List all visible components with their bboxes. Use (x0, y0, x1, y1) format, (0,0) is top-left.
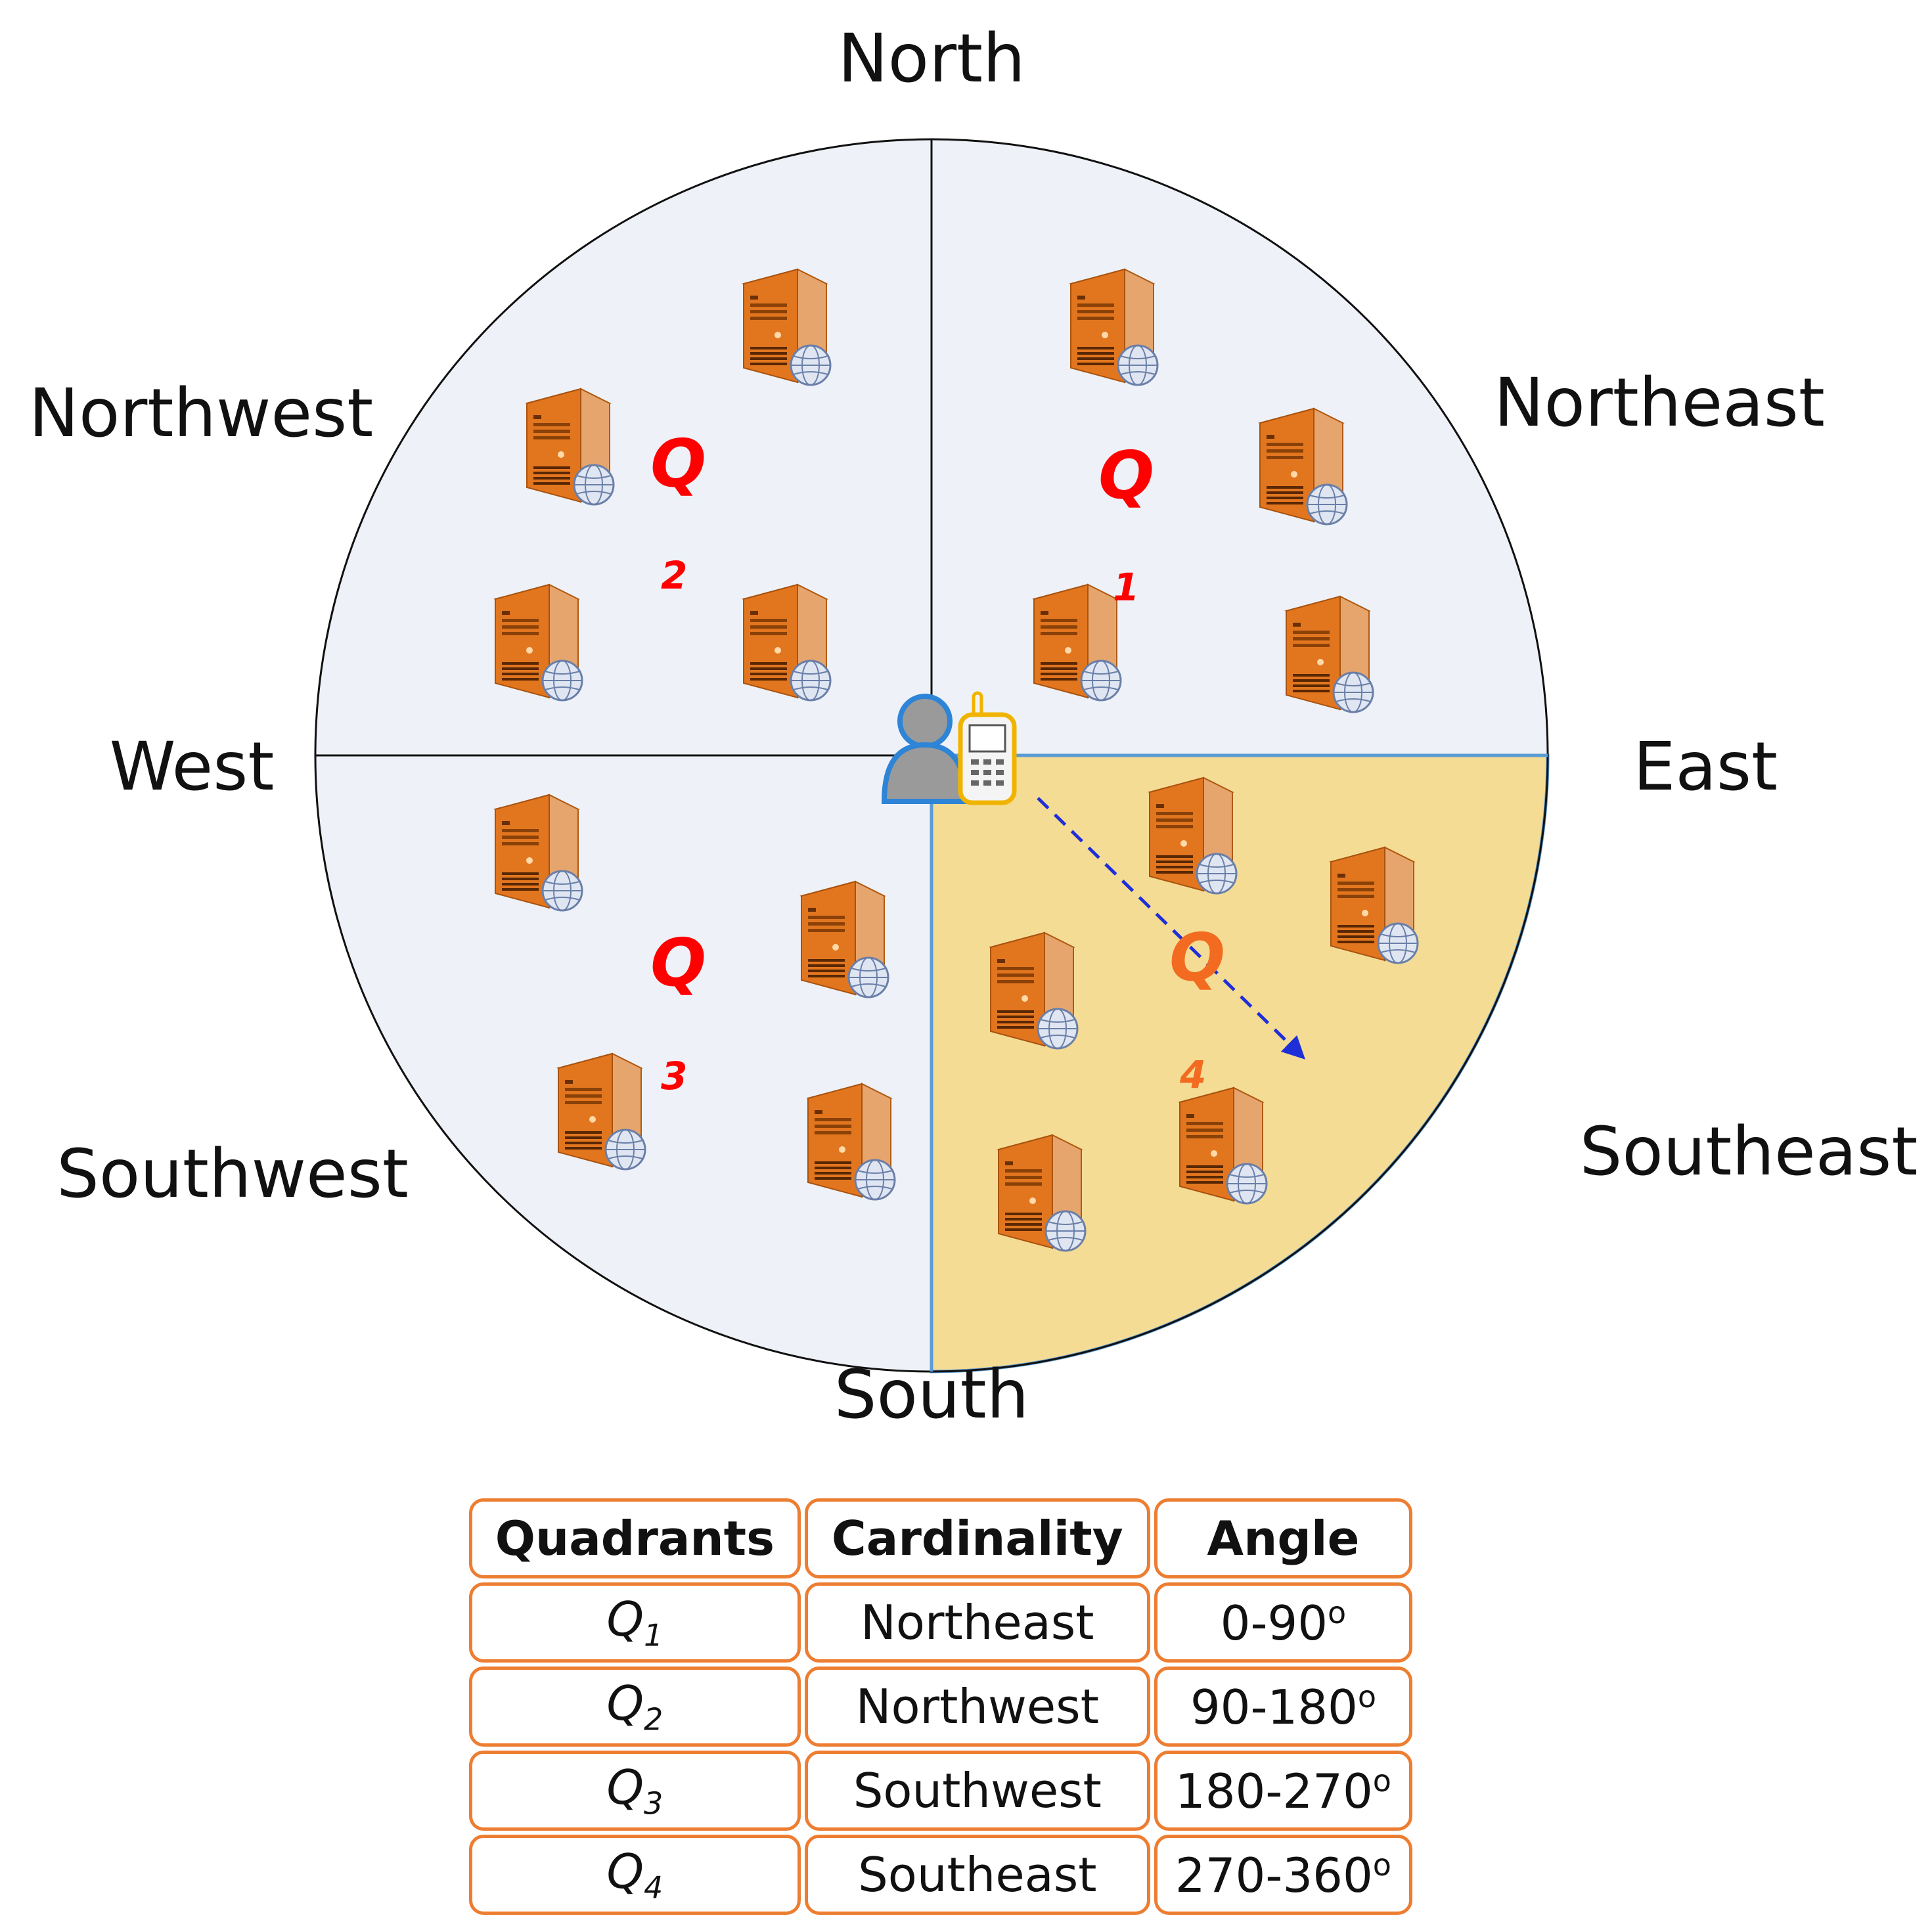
server-globe-icon (800, 880, 889, 998)
label-north: North (838, 20, 1025, 98)
quadrant-number: 1 (1113, 565, 1139, 610)
table-row: Q4 Southeast 270-360o (469, 1835, 1412, 1915)
quadrant-subscript: 3 (644, 1785, 663, 1822)
quadrant-subscript: 1 (644, 1617, 663, 1653)
quadrant-label-2: Q 2 (650, 425, 706, 598)
header-cardinality: Cardinality (804, 1498, 1150, 1578)
table-header-row: Quadrants Cardinality Angle (469, 1498, 1412, 1578)
quadrant-1-region (932, 139, 1548, 755)
angle-range: 90-180 (1190, 1679, 1358, 1735)
degree-mark: o (1328, 1594, 1347, 1630)
quadrant-number: 2 (661, 553, 687, 598)
quadrant-letter: Q (650, 425, 706, 502)
quadrant-number: 3 (661, 1054, 687, 1098)
server-globe-icon (1259, 407, 1348, 526)
label-south: South (834, 1356, 1029, 1434)
label-northwest: Northwest (29, 374, 374, 453)
label-southeast: Southeast (1580, 1113, 1918, 1191)
quadrant-cell: Q2 (469, 1667, 801, 1747)
angle-cell: 0-90o (1154, 1582, 1412, 1663)
quadrant-symbol: Q (606, 1760, 644, 1816)
cardinality-cell: Northeast (804, 1582, 1150, 1663)
angle-cell: 90-180o (1154, 1667, 1412, 1747)
degree-mark: o (1357, 1678, 1377, 1714)
quadrant-label-1: Q 1 (1098, 437, 1154, 610)
server-globe-icon (742, 583, 832, 702)
quadrant-table-grid: Quadrants Cardinality Angle Q1 Northeast… (465, 1494, 1416, 1919)
server-globe-icon (989, 931, 1079, 1050)
quadrant-letter: Q (1098, 437, 1154, 514)
angle-range: 270-360 (1175, 1847, 1373, 1903)
quadrant-letter: Q (650, 924, 706, 1001)
angle-cell: 180-270o (1154, 1751, 1412, 1831)
label-southwest: Southwest (56, 1135, 409, 1213)
angle-range: 180-270 (1175, 1763, 1373, 1819)
angle-range: 0-90 (1220, 1595, 1328, 1651)
quadrant-cell: Q4 (469, 1835, 801, 1915)
quadrant-table: Quadrants Cardinality Angle Q1 Northeast… (465, 1494, 1416, 1919)
quadrant-cell: Q3 (469, 1751, 801, 1831)
quadrant-symbol: Q (606, 1676, 644, 1732)
label-west: West (110, 728, 275, 806)
quadrant-symbol: Q (606, 1592, 644, 1647)
server-globe-icon (807, 1083, 896, 1201)
cardinality-cell: Southwest (804, 1751, 1150, 1831)
quadrant-2-region (315, 139, 932, 755)
quadrant-subscript: 4 (644, 1869, 663, 1906)
table-row: Q2 Northwest 90-180o (469, 1667, 1412, 1747)
server-globe-icon (1330, 846, 1419, 964)
header-angle: Angle (1154, 1498, 1412, 1578)
server-globe-icon (1179, 1086, 1268, 1205)
server-globe-icon (494, 794, 583, 912)
user-icon (881, 694, 969, 804)
cardinality-cell: Northwest (804, 1667, 1150, 1747)
server-globe-icon (1148, 776, 1238, 895)
quadrant-label-4: Q 4 (1169, 919, 1225, 1097)
server-globe-icon (1285, 595, 1374, 713)
quadrant-number: 4 (1179, 1052, 1206, 1097)
quadrant-subscript: 2 (644, 1701, 663, 1737)
quadrant-4-region (930, 753, 1550, 1374)
header-quadrants: Quadrants (469, 1498, 801, 1578)
cardinality-cell: Southeast (804, 1835, 1150, 1915)
label-east: East (1633, 728, 1778, 806)
direction-arrow (1037, 797, 1306, 1060)
table-row: Q3 Southwest 180-270o (469, 1751, 1412, 1831)
label-northeast: Northeast (1494, 364, 1825, 442)
degree-mark: o (1372, 1762, 1391, 1799)
server-globe-icon (526, 388, 615, 506)
mobile-device-icon (958, 691, 1017, 805)
quadrant-label-3: Q 3 (650, 924, 706, 1098)
degree-mark: o (1372, 1846, 1391, 1883)
quadrant-cell: Q1 (469, 1582, 801, 1663)
angle-cell: 270-360o (1154, 1835, 1412, 1915)
table-row: Q1 Northeast 0-90o (469, 1582, 1412, 1663)
server-globe-icon (1069, 268, 1159, 386)
server-globe-icon (494, 583, 583, 702)
server-globe-icon (742, 268, 832, 386)
server-globe-icon (557, 1052, 646, 1171)
server-globe-icon (997, 1134, 1087, 1252)
quadrant-symbol: Q (606, 1844, 644, 1900)
server-globe-icon (1033, 583, 1122, 702)
quadrant-letter: Q (1169, 919, 1225, 996)
